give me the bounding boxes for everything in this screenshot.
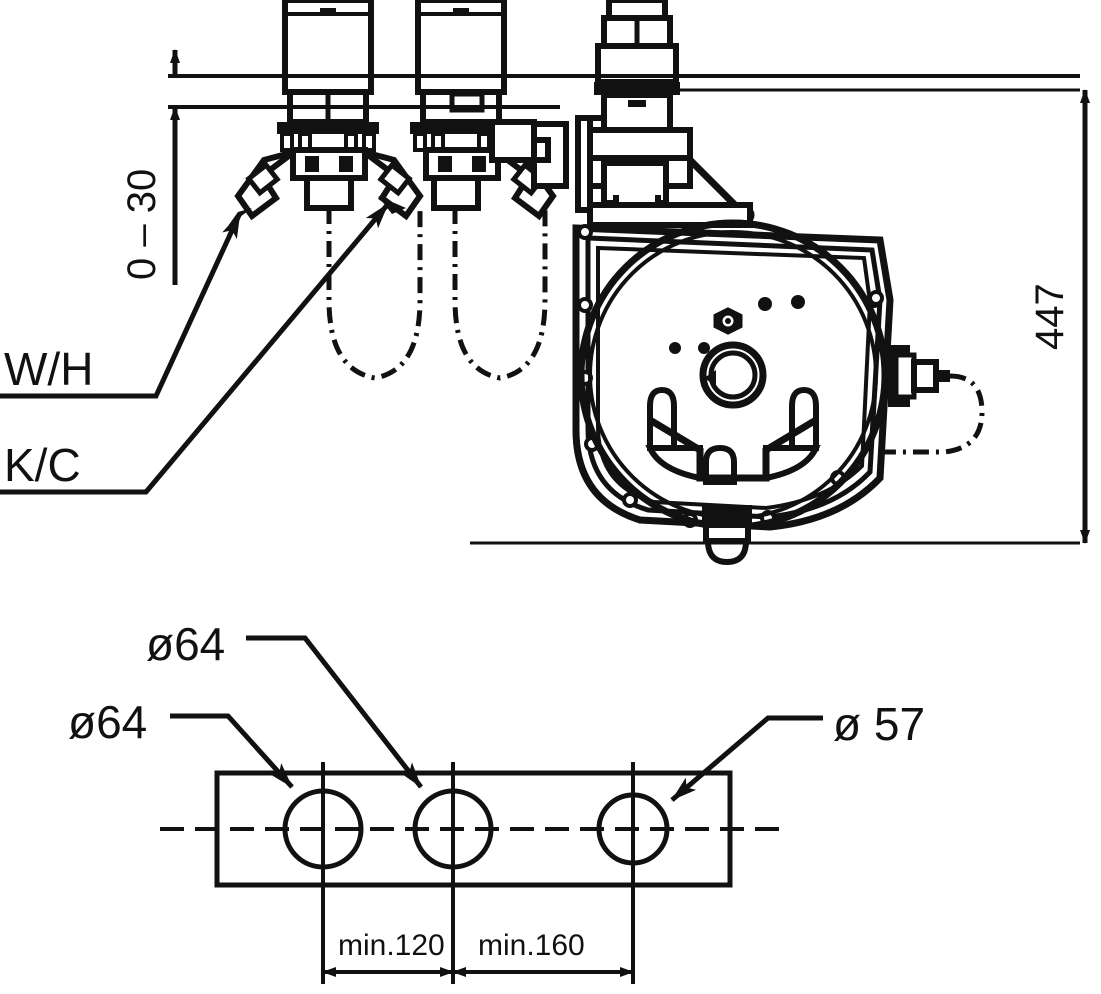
adjustment-dimension-group: 0 – 30	[120, 49, 180, 285]
hole-callout-left-leader	[170, 713, 294, 789]
spacing-right-label: min.160	[478, 929, 585, 962]
wh-label-text: W/H	[4, 343, 93, 395]
disc-bracket-arms	[645, 386, 821, 485]
bottom-drain-fitting	[702, 505, 752, 566]
hole-callout-right-text: ø 57	[833, 698, 925, 750]
middle-outlet-block	[431, 175, 481, 211]
disc-pin-3	[669, 342, 681, 354]
disc-pin-1	[758, 297, 772, 311]
hole-callout-middle-text: ø64	[146, 618, 225, 670]
middle-valve-assembly	[410, 0, 569, 381]
disc-central-hub	[699, 341, 767, 409]
left-connector-cold	[228, 149, 296, 226]
hole-callout-right-group: ø 57	[670, 698, 925, 802]
middle-hose-centerline	[452, 205, 548, 381]
spacing-dimension-group: min.120 min.160	[321, 908, 635, 984]
adjustment-dimension-label: 0 – 30	[120, 169, 164, 280]
hole-callout-middle-leader	[246, 635, 423, 789]
elbow-fitting	[489, 119, 569, 189]
left-valve-body	[290, 147, 368, 181]
left-hose-centerline	[326, 205, 423, 381]
plan-view-group: ø64 ø64 ø 57 min.120 min.160	[68, 618, 925, 984]
left-valve-assembly	[228, 0, 424, 381]
main-housing-assembly	[572, 0, 985, 566]
hole-callout-right-leader	[670, 715, 823, 802]
hole-callout-left-group: ø64	[68, 696, 294, 789]
wh-leader-line	[0, 211, 243, 399]
middle-valve-body	[423, 147, 501, 181]
right-side-connector	[888, 345, 950, 407]
kc-label-text: K/C	[4, 439, 81, 491]
disc-keyhole	[713, 307, 743, 335]
middle-flange	[410, 122, 512, 134]
hole-callout-middle-group: ø64	[146, 618, 423, 789]
disc-pin-2	[791, 295, 805, 309]
left-connector-hot	[362, 149, 424, 221]
right-hose-centerline	[878, 373, 985, 455]
hole-callout-left-text: ø64	[68, 696, 147, 748]
left-flange	[277, 122, 379, 134]
spacing-left-label: min.120	[338, 929, 445, 962]
overall-height-label: 447	[1028, 283, 1072, 350]
kc-label-group: K/C	[0, 202, 390, 495]
elevation-view-group: 0 – 30 447 W/H K/C	[0, 0, 1090, 566]
upper-flange	[594, 82, 680, 95]
wh-label-group: W/H	[0, 211, 243, 399]
kc-leader-line	[0, 202, 390, 495]
overall-height-dimension-group: 447	[1028, 89, 1090, 544]
disc-pin-4	[698, 342, 710, 354]
left-outlet-block	[304, 175, 354, 211]
